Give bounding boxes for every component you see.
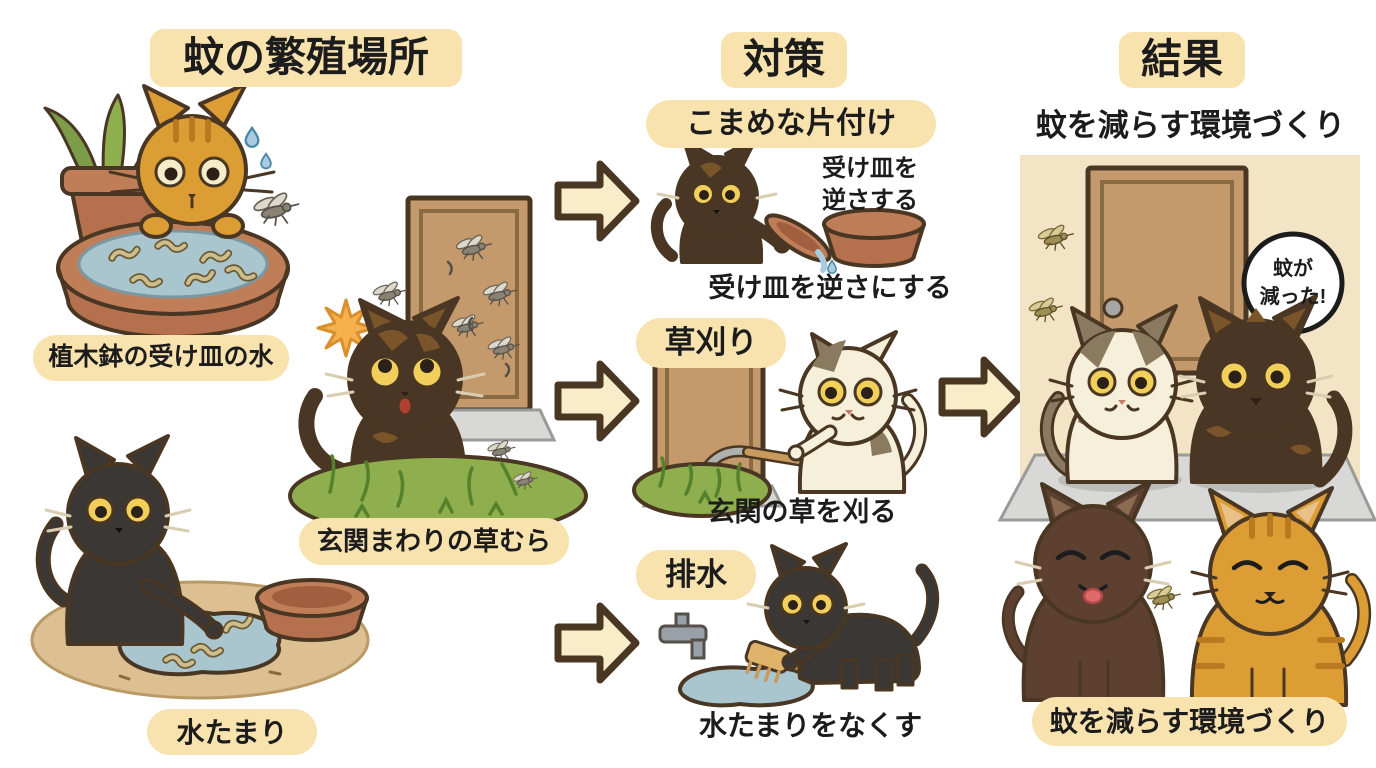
heading-tidy-up: こまめな片付け bbox=[646, 100, 936, 148]
cream-cat-mowing bbox=[778, 330, 927, 494]
faucet-icon bbox=[658, 612, 708, 660]
speech-bubble-text: 蚊が 減った! bbox=[1259, 258, 1327, 308]
black-cat-sweeping bbox=[746, 542, 940, 692]
note-flip-saucer: 受け皿を 逆さする bbox=[822, 155, 918, 215]
brown-smiling-cat bbox=[1001, 480, 1172, 702]
mosquito-icon bbox=[1145, 583, 1182, 611]
label-entrance-grass: 玄関まわりの草むら bbox=[299, 518, 569, 565]
sweat-drop-icon bbox=[244, 126, 272, 170]
white-patched-cat bbox=[1039, 304, 1196, 484]
section-title-results: 結果 bbox=[1119, 32, 1245, 88]
heading-mowing: 草刈り bbox=[636, 318, 786, 368]
scene-measure-mowing bbox=[632, 330, 927, 518]
arrow-right-icon bbox=[558, 164, 636, 238]
orange-cat bbox=[108, 82, 276, 239]
scene-measure-drain bbox=[658, 542, 940, 708]
result-subtitle: 蚊を減らす環境づくり bbox=[1035, 107, 1346, 143]
orange-tabby-smiling-cat bbox=[1189, 486, 1371, 707]
black-cat bbox=[35, 434, 224, 646]
label-saucer-water: 植木鉢の受け皿の水 bbox=[33, 335, 289, 381]
arrow-right-icon bbox=[558, 606, 636, 680]
caption-flip-saucer: 受け皿を逆さにする bbox=[708, 273, 952, 304]
scene-puddle bbox=[30, 434, 370, 700]
arrow-right-icon bbox=[558, 364, 636, 438]
upturned-saucer bbox=[822, 208, 926, 268]
scene-entrance-grass bbox=[288, 195, 588, 538]
scene-plant-saucer bbox=[43, 82, 301, 339]
heading-drainage: 排水 bbox=[636, 550, 756, 600]
caption-mowing: 玄関の草を刈る bbox=[707, 497, 897, 528]
label-puddle: 水たまり bbox=[147, 709, 317, 755]
result-caption: 蚊を減らす環境づくり bbox=[1032, 697, 1347, 746]
dark-tortie-cat-2 bbox=[1178, 294, 1353, 488]
caption-drainage: 水たまりをなくす bbox=[698, 709, 923, 741]
mosquito-icon bbox=[251, 189, 301, 227]
dark-tortie-cat bbox=[298, 296, 486, 484]
scene-result bbox=[997, 155, 1376, 707]
section-title-breeding: 蚊の繁殖場所 bbox=[150, 29, 462, 87]
dark-cat-pouring bbox=[650, 136, 791, 264]
arrow-right-icon bbox=[942, 360, 1020, 434]
section-title-measures: 対策 bbox=[721, 32, 847, 88]
scene-measure-saucer-flip bbox=[650, 136, 926, 274]
